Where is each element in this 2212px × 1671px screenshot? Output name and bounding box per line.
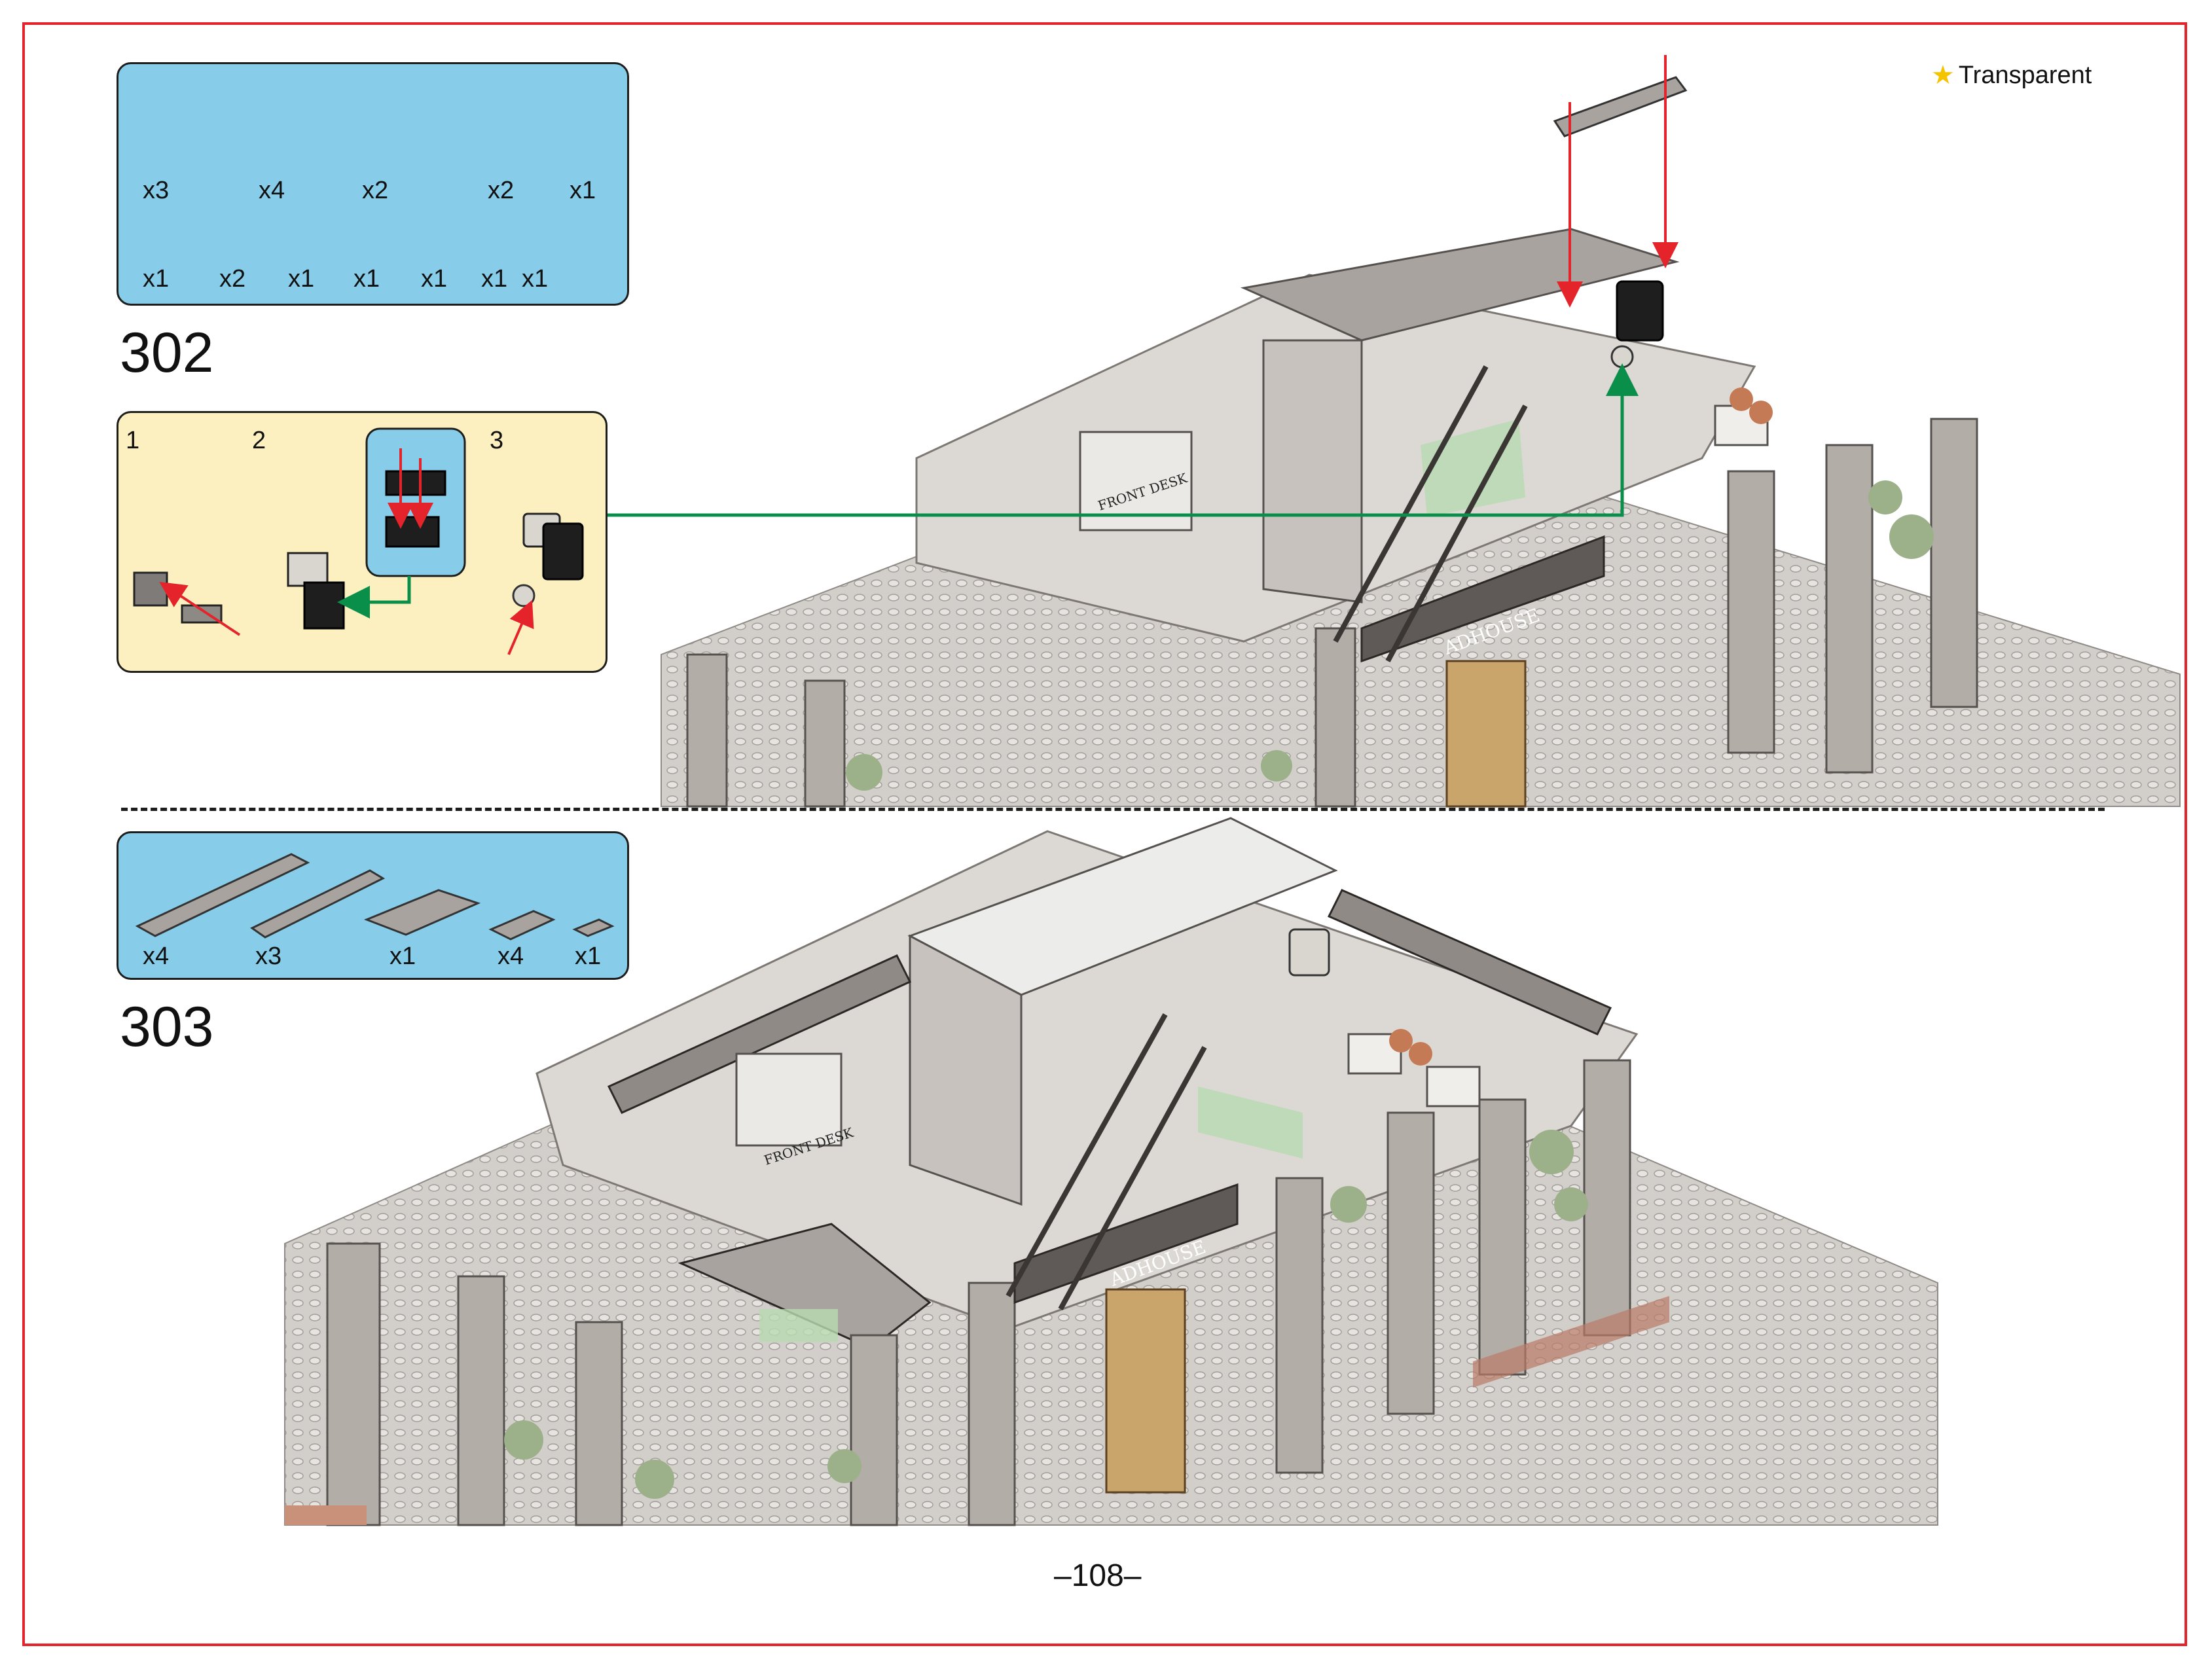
part-qty: x1 bbox=[288, 265, 315, 293]
subassembly-302-parts bbox=[133, 363, 1639, 655]
part-qty: x3 bbox=[143, 177, 170, 204]
part-qty: x1 bbox=[354, 265, 380, 293]
parts-303-icons bbox=[135, 853, 615, 941]
model-step-303: ADHOUSE FRONT DESK bbox=[284, 817, 1938, 1526]
part-qty: x1 bbox=[421, 265, 448, 293]
parts-list-302 bbox=[117, 62, 629, 306]
part-qty: x1 bbox=[390, 943, 416, 970]
part-qty: x1 bbox=[575, 943, 602, 970]
part-qty: x1 bbox=[143, 265, 170, 293]
substep-label: 1 bbox=[126, 427, 140, 454]
step-number-302: 302 bbox=[120, 321, 214, 384]
step-divider bbox=[121, 808, 2105, 811]
model-step-302: ADHOUSE FRONT DESK bbox=[661, 55, 2181, 808]
part-qty: x4 bbox=[143, 943, 170, 970]
substep-label: 2 bbox=[252, 427, 266, 454]
part-qty: x1 bbox=[481, 265, 508, 293]
page-number: –108– bbox=[1054, 1558, 1142, 1593]
page-border bbox=[22, 22, 2187, 1646]
part-qty: x4 bbox=[498, 943, 524, 970]
legend-label: Transparent bbox=[1958, 61, 2092, 89]
part-qty: x1 bbox=[570, 177, 596, 204]
part-qty: x1 bbox=[522, 265, 549, 293]
part-qty: x2 bbox=[362, 177, 389, 204]
transparent-legend: ★ Transparent bbox=[1931, 60, 2092, 90]
substep-label: 3 bbox=[490, 427, 504, 454]
part-qty: x2 bbox=[488, 177, 515, 204]
star-icon: ★ bbox=[1931, 61, 1955, 90]
step-number-303: 303 bbox=[120, 996, 214, 1058]
part-qty: x4 bbox=[259, 177, 285, 204]
part-qty: x3 bbox=[255, 943, 282, 970]
part-qty: x2 bbox=[219, 265, 246, 293]
